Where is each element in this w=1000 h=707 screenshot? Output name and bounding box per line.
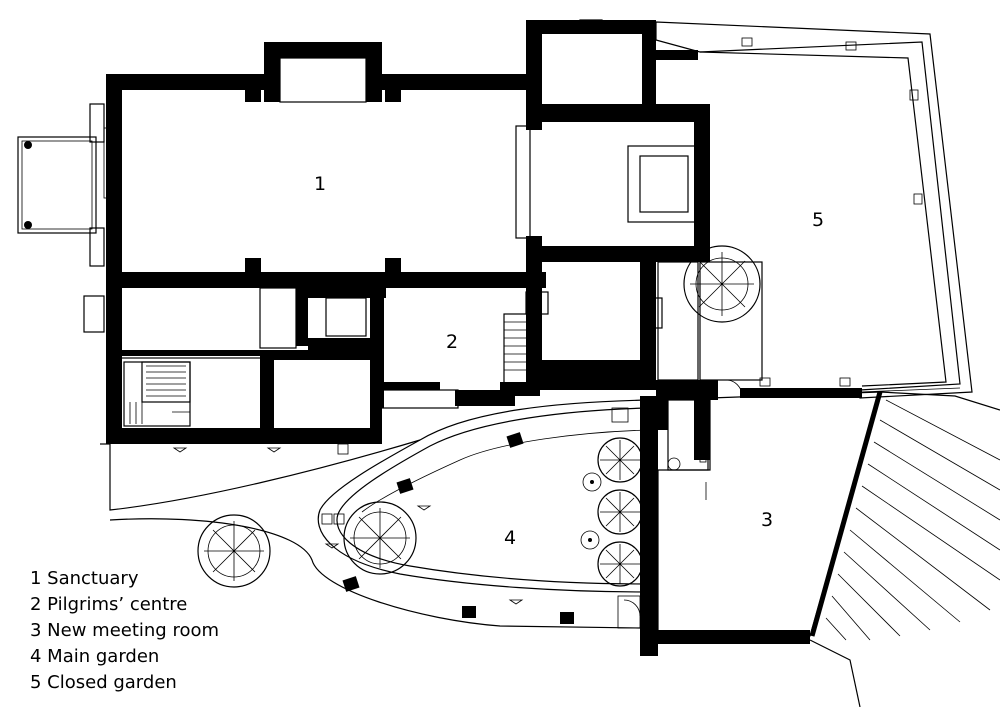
legend-item: 2 Pilgrims’ centre xyxy=(30,594,188,615)
stair-icon xyxy=(123,361,191,427)
slope-hatch xyxy=(809,391,1000,707)
legend-item: 4 Main garden xyxy=(30,646,160,667)
tree-icon xyxy=(597,489,643,535)
column-icon xyxy=(24,141,32,149)
pilgrims-centre-walls xyxy=(106,286,549,444)
door-arc-icon xyxy=(623,379,743,617)
lamp-icon xyxy=(172,447,602,605)
stair-icon xyxy=(503,313,529,385)
room-number-2: 2 xyxy=(446,331,458,353)
plan-legend: 1 Sanctuary 2 Pilgrims’ centre 3 New mee… xyxy=(30,566,219,696)
bench-icon xyxy=(741,37,923,387)
entrance-porch xyxy=(17,103,105,333)
tree-icon xyxy=(197,514,271,588)
room-number-1: 1 xyxy=(314,173,326,195)
tree-icon xyxy=(683,245,761,323)
central-walls xyxy=(515,19,710,390)
main-garden xyxy=(100,399,651,629)
tree-icon xyxy=(597,437,643,483)
tree-icon xyxy=(343,501,417,575)
legend-item: 1 Sanctuary xyxy=(30,568,139,589)
closed-garden xyxy=(640,21,973,656)
tree-icon xyxy=(597,541,643,587)
room-number-5: 5 xyxy=(812,209,824,231)
legend-item: 5 Closed garden xyxy=(30,672,177,693)
legend-item: 3 New meeting room xyxy=(30,620,220,641)
column-icon xyxy=(24,221,32,229)
room-number-3: 3 xyxy=(761,509,773,531)
room-number-4: 4 xyxy=(504,527,516,549)
